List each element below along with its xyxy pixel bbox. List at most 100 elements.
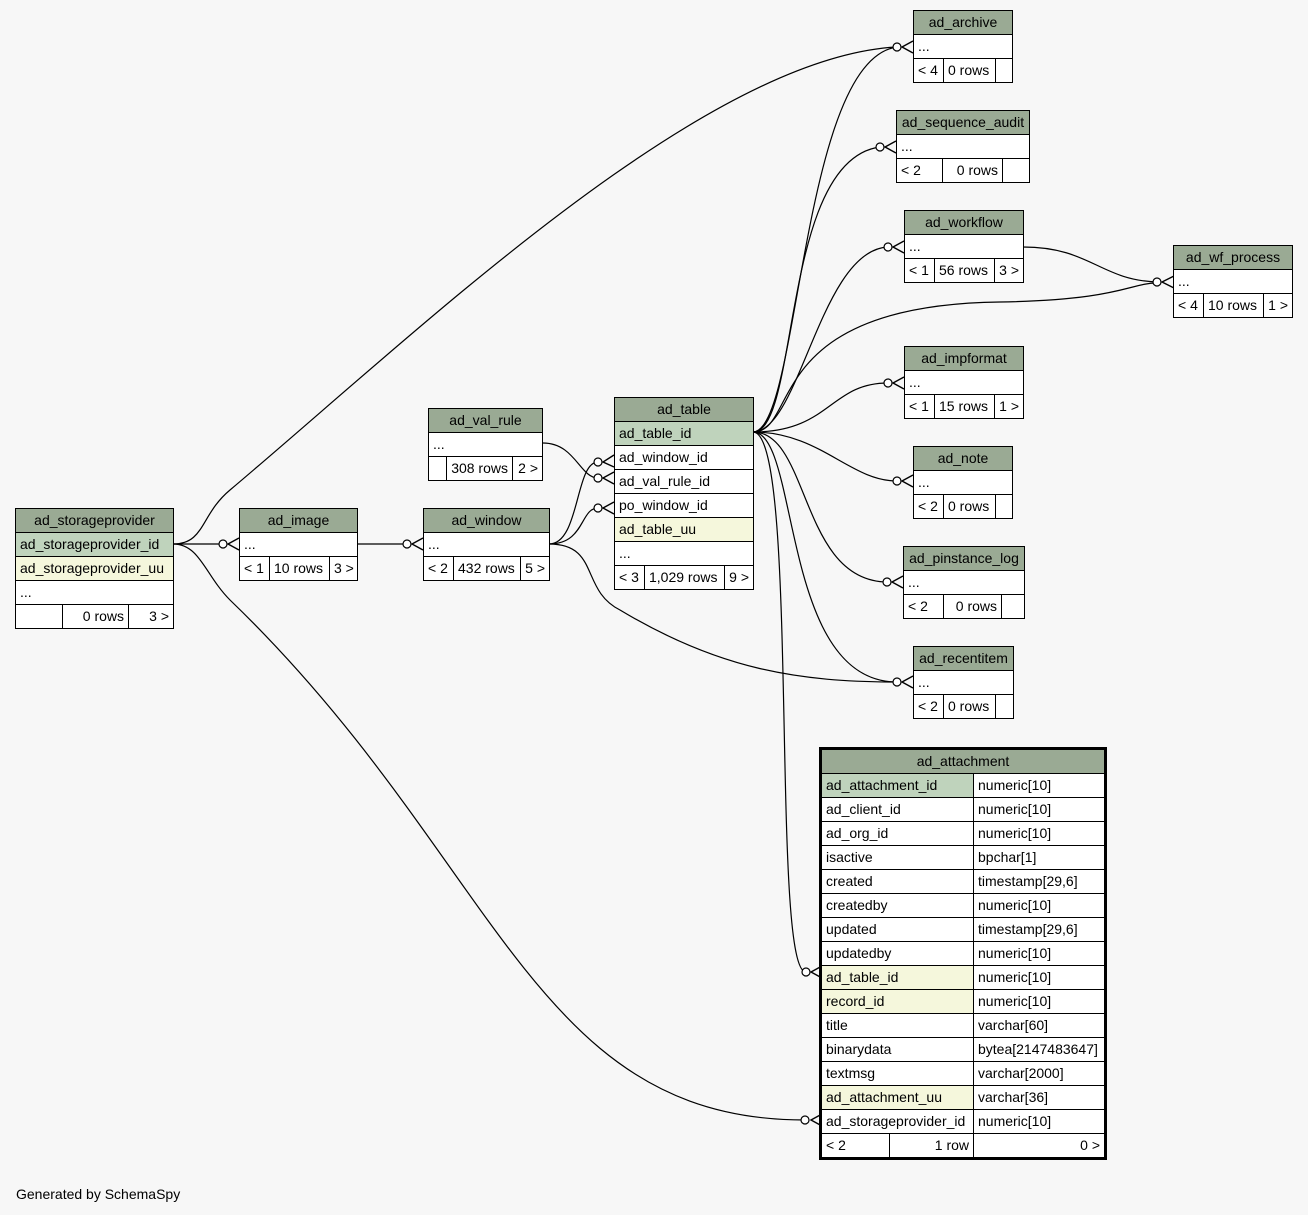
parent-count[interactable]: < 2 bbox=[914, 495, 944, 518]
table-ad_pinstance_log[interactable]: ad_pinstance_log ... < 2 0 rows bbox=[903, 546, 1025, 619]
parent-count[interactable]: < 2 bbox=[904, 595, 944, 618]
child-count[interactable]: 1 > bbox=[999, 398, 1019, 414]
table-row: ... bbox=[16, 581, 173, 605]
child-count[interactable]: 5 > bbox=[525, 560, 545, 576]
parent-count[interactable]: < 3 bbox=[615, 566, 645, 589]
parent-count[interactable]: < 1 bbox=[905, 395, 935, 418]
table-row: ... bbox=[905, 235, 1023, 259]
parent-count[interactable]: < 2 bbox=[897, 159, 943, 182]
table-row: ... bbox=[615, 542, 753, 566]
table-ad_recentitem[interactable]: ad_recentitem ... < 2 0 rows bbox=[913, 646, 1014, 719]
table-footer: < 1 10 rows 3 > bbox=[240, 557, 357, 580]
table-header: ad_image bbox=[240, 509, 357, 533]
column-name: created bbox=[822, 870, 974, 893]
column-po_window_id: po_window_id bbox=[615, 494, 753, 518]
child-count[interactable]: 2 > bbox=[518, 460, 538, 476]
column-type: varchar[36] bbox=[978, 1089, 1049, 1105]
table-ad_wf_process[interactable]: ad_wf_process ... < 4 10 rows 1 > bbox=[1173, 245, 1293, 318]
table-footer: < 1 56 rows 3 > bbox=[905, 259, 1023, 282]
link-window-table2 bbox=[548, 507, 599, 545]
table-footer: < 2 0 rows bbox=[914, 695, 1013, 718]
child-count[interactable]: 3 > bbox=[999, 262, 1019, 278]
column-type: numeric[10] bbox=[978, 969, 1052, 985]
child-count[interactable] bbox=[996, 495, 1012, 518]
row-count: 308 rows bbox=[447, 457, 513, 480]
table-ad_impformat[interactable]: ad_impformat ... < 1 15 rows 1 > bbox=[904, 346, 1024, 419]
table-header: ad_sequence_audit bbox=[897, 111, 1029, 135]
generated-by-label: Generated by SchemaSpy bbox=[16, 1186, 181, 1202]
parent-count[interactable]: < 1 bbox=[905, 259, 935, 282]
table-ad_image[interactable]: ad_image ... < 1 10 rows 3 > bbox=[239, 508, 358, 581]
child-count[interactable] bbox=[1003, 159, 1029, 182]
column-type: numeric[10] bbox=[978, 825, 1052, 841]
table-header: ad_storageprovider bbox=[16, 509, 173, 533]
parent-count[interactable]: < 4 bbox=[914, 59, 944, 82]
parent-count[interactable]: < 1 bbox=[240, 557, 270, 580]
table-footer: < 2 0 rows bbox=[904, 595, 1024, 618]
child-count[interactable] bbox=[996, 695, 1013, 718]
child-count[interactable]: 9 > bbox=[729, 569, 749, 585]
child-count[interactable] bbox=[996, 59, 1012, 82]
table-ad_window[interactable]: ad_window ... < 2 432 rows 5 > bbox=[423, 508, 550, 581]
table-header: ad_impformat bbox=[905, 347, 1023, 371]
table-footer: < 2 432 rows 5 > bbox=[424, 557, 549, 580]
table-row: ... bbox=[914, 35, 1012, 59]
table-ad_val_rule[interactable]: ad_val_rule ... 308 rows 2 > bbox=[428, 408, 543, 481]
column-ad_val_rule_id: ad_val_rule_id bbox=[615, 470, 753, 494]
column-ad_table_id: ad_table_id bbox=[615, 422, 753, 446]
child-count[interactable] bbox=[1002, 595, 1024, 618]
child-count[interactable]: 3 > bbox=[149, 608, 169, 624]
parent-count[interactable]: < 2 bbox=[822, 1134, 890, 1157]
link-workflow-wfprocess bbox=[1022, 246, 1158, 283]
column-name: textmsg bbox=[822, 1062, 974, 1085]
link-table-sequence bbox=[752, 146, 881, 433]
row-count: 0 rows bbox=[944, 695, 996, 718]
column-type: numeric[10] bbox=[978, 777, 1052, 793]
link-window-recentitem bbox=[548, 543, 898, 683]
table-ad_archive[interactable]: ad_archive ... < 4 0 rows bbox=[913, 10, 1013, 83]
column-name: ad_attachment_id bbox=[822, 774, 974, 797]
table-footer: 308 rows 2 > bbox=[429, 457, 542, 480]
column-ad_window_id: ad_window_id bbox=[615, 446, 753, 470]
parent-count[interactable] bbox=[16, 605, 63, 628]
table-ad_note[interactable]: ad_note ... < 2 0 rows bbox=[913, 446, 1013, 519]
column-name: ad_table_id bbox=[822, 966, 974, 989]
table-header: ad_workflow bbox=[905, 211, 1023, 235]
child-count[interactable]: 0 > bbox=[1080, 1137, 1100, 1153]
table-footer: < 3 1,029 rows 9 > bbox=[615, 566, 753, 589]
parent-count[interactable]: < 2 bbox=[914, 695, 944, 718]
table-ad_workflow[interactable]: ad_workflow ... < 1 56 rows 3 > bbox=[904, 210, 1024, 283]
table-ad_sequence_audit[interactable]: ad_sequence_audit ... < 2 0 rows bbox=[896, 110, 1030, 183]
parent-count[interactable]: < 4 bbox=[1174, 294, 1204, 317]
column-name: updated bbox=[822, 918, 974, 941]
row-count: 0 rows bbox=[63, 605, 129, 628]
link-table-archive bbox=[752, 46, 898, 433]
table-footer: < 2 0 rows bbox=[897, 159, 1029, 182]
table-ad_storageprovider[interactable]: ad_storageprovider ad_storageprovider_id… bbox=[15, 508, 174, 629]
parent-count[interactable]: < 2 bbox=[424, 557, 454, 580]
child-count[interactable]: 1 > bbox=[1268, 297, 1288, 313]
table-header: ad_note bbox=[914, 447, 1012, 471]
table-header: ad_wf_process bbox=[1174, 246, 1292, 270]
link-storageprovider-archive bbox=[172, 46, 896, 545]
link-window-table1 bbox=[548, 461, 599, 545]
parent-count[interactable] bbox=[429, 457, 447, 480]
child-count[interactable]: 3 > bbox=[334, 560, 354, 576]
column-name: ad_client_id bbox=[822, 798, 974, 821]
table-ad_table[interactable]: ad_table ad_table_id ad_window_id ad_val… bbox=[614, 397, 754, 590]
table-row: ... bbox=[904, 571, 1024, 595]
column-type: numeric[10] bbox=[978, 993, 1052, 1009]
column-name: isactive bbox=[822, 846, 974, 869]
column-ad_storageprovider_uu: ad_storageprovider_uu bbox=[16, 557, 173, 581]
row-count: 0 rows bbox=[944, 495, 996, 518]
